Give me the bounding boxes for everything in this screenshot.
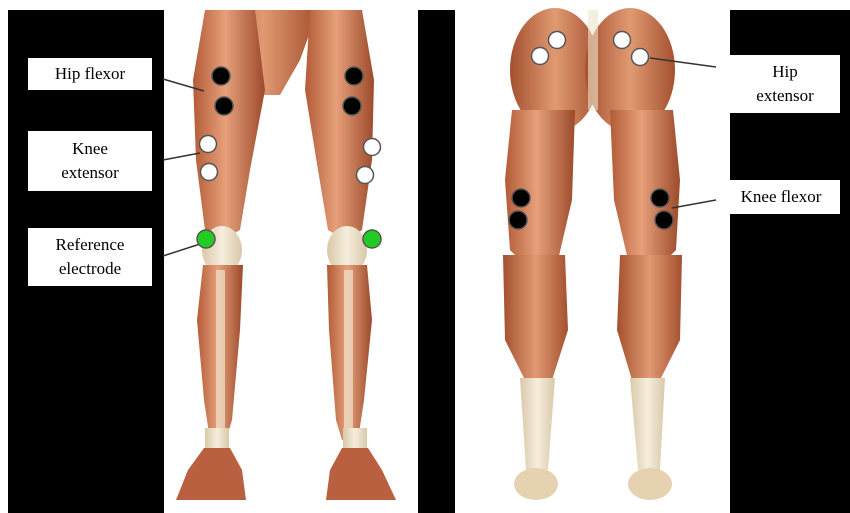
electrode-hip-extensor-left-1 (549, 32, 566, 49)
electrode-knee-extensor-left-2 (201, 164, 218, 181)
electrode-hip-flexor-left-1 (212, 67, 230, 85)
electrode-hip-extensor-right-1 (614, 32, 631, 49)
electrode-hip-flexor-right-1 (345, 67, 363, 85)
label-reference-electrode: Reference electrode (28, 228, 152, 286)
electrode-hip-extensor-right-2 (632, 49, 649, 66)
front-left-ankle (205, 428, 229, 450)
front-right-thigh (305, 10, 374, 240)
front-left-tibia (216, 270, 225, 430)
electrode-hip-flexor-left-2 (215, 97, 233, 115)
front-left-thigh (193, 10, 265, 240)
label-hip-extensor: Hip extensor (730, 55, 840, 113)
back-right-achilles (630, 378, 665, 470)
label-knee-flexor-line-1: Knee flexor (741, 185, 822, 209)
electrode-knee-extensor-right-2 (357, 167, 374, 184)
label-knee-extensor: Knee extensor (28, 131, 152, 191)
label-reference-electrode-line-2: electrode (59, 257, 121, 281)
back-left-calf (503, 255, 568, 380)
back-left-achilles (520, 378, 555, 470)
electrode-hip-extensor-left-2 (532, 48, 549, 65)
back-sacrum (588, 10, 598, 110)
electrode-knee-extensor-right-1 (364, 139, 381, 156)
electrode-knee-flexor-left-2 (509, 211, 527, 229)
back-left-heel (514, 468, 558, 500)
front-right-tibia (344, 270, 353, 430)
label-knee-flexor: Knee flexor (722, 180, 840, 214)
back-right-thigh (610, 110, 680, 270)
label-hip-extensor-line-2: extensor (756, 84, 814, 108)
label-reference-electrode-line-1: Reference (56, 233, 125, 257)
label-hip-extensor-line-1: Hip (772, 60, 798, 84)
leader-knee-extensor (163, 153, 200, 160)
label-knee-extensor-line-1: Knee (72, 137, 108, 161)
label-knee-extensor-line-2: extensor (61, 161, 119, 185)
electrode-knee-extensor-left-1 (200, 136, 217, 153)
front-right-foot (326, 448, 396, 500)
back-right-calf (617, 255, 682, 380)
back-view-legs (503, 8, 682, 500)
front-left-foot (176, 448, 246, 500)
front-right-ankle (343, 428, 367, 450)
front-view-legs (176, 10, 396, 500)
back-right-heel (628, 468, 672, 500)
electrode-hip-flexor-right-2 (343, 97, 361, 115)
leader-reference-electrode (163, 244, 200, 256)
electrode-knee-flexor-left-1 (512, 189, 530, 207)
electrode-reference-right (363, 230, 381, 248)
electrode-knee-flexor-right-2 (655, 211, 673, 229)
label-hip-flexor-line-1: Hip flexor (55, 62, 125, 86)
label-hip-flexor: Hip flexor (28, 58, 152, 90)
electrode-knee-flexor-right-1 (651, 189, 669, 207)
electrode-reference-left (197, 230, 215, 248)
